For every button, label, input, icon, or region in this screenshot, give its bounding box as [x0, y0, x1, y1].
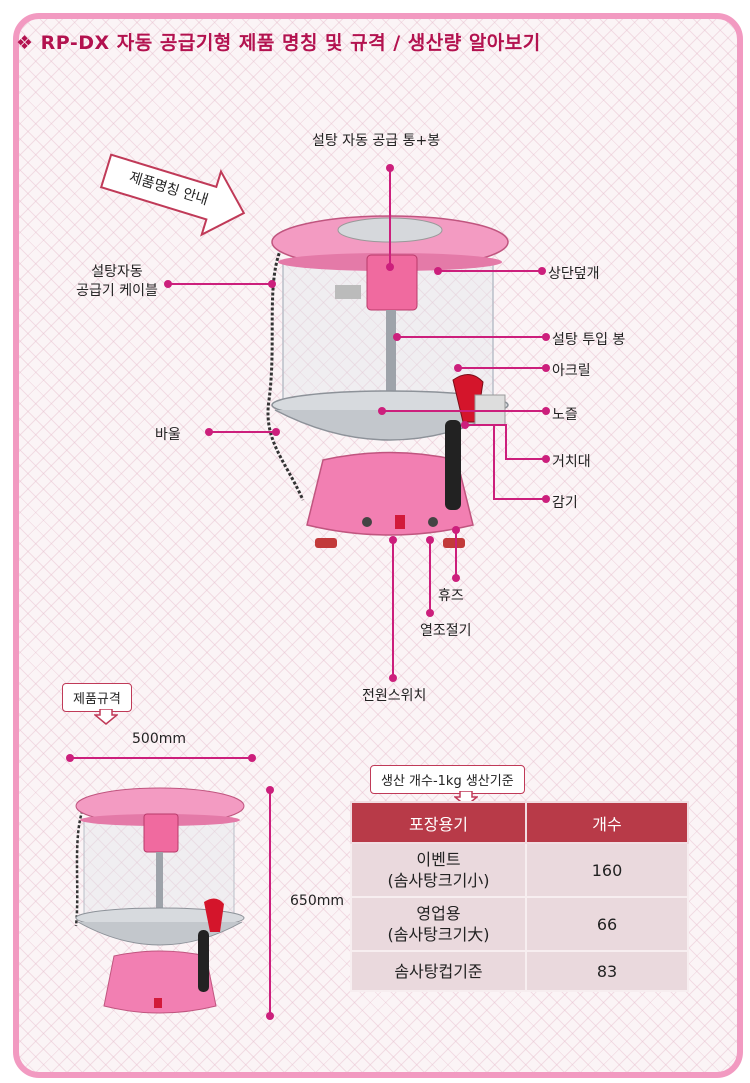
table-header: 개수 [525, 801, 689, 844]
label-sugar-feeder: 설탕 자동 공급 통+봉 [312, 133, 441, 149]
table-header: 포장용기 [350, 801, 527, 844]
label-heat-control: 열조절기 [420, 623, 472, 639]
label-bowl: 바울 [155, 427, 181, 443]
spec-height: 650mm [290, 893, 344, 909]
label-holder: 거치대 [552, 454, 591, 470]
table-row: 영업용(솜사탕크기大) 66 [350, 896, 689, 952]
label-fuse: 휴즈 [438, 588, 464, 604]
label-sugar-rod: 설탕 투입 봉 [552, 332, 626, 348]
table-cell-container: 영업용(솜사탕크기大) [350, 896, 527, 952]
spec-width: 500mm [132, 731, 186, 747]
page-title: ❖ RP-DX 자동 공급기형 제품 명칭 및 규격 / 생산량 알아보기 [16, 32, 541, 54]
table-cell-container: 솜사탕컵기준 [350, 950, 527, 992]
table-row: 솜사탕컵기준 83 [350, 950, 689, 992]
table-header-row: 포장용기 개수 [350, 801, 689, 844]
label-power-switch: 전원스위치 [362, 688, 427, 704]
label-top-cover: 상단덮개 [548, 266, 600, 282]
table-row: 이벤트(솜사탕크기小) 160 [350, 842, 689, 898]
machine-small-illustration [74, 787, 245, 1014]
table-cell-count: 66 [525, 896, 689, 952]
guide-arrow [99, 153, 246, 237]
spec-tag: 제품규격 [62, 683, 132, 712]
production-table: 포장용기 개수 이벤트(솜사탕크기小) 160 영업용(솜사탕크기大) 66 솜… [350, 801, 689, 992]
production-tag: 생산 개수-1kg 생산기준 [370, 765, 525, 794]
table-cell-count: 83 [525, 950, 689, 992]
label-acrylic: 아크릴 [552, 363, 591, 379]
table-cell-container: 이벤트(솜사탕크기小) [350, 842, 527, 898]
spec-tag-arrow-icon [94, 709, 118, 725]
table-cell-count: 160 [525, 842, 689, 898]
machine-illustration [266, 215, 509, 548]
label-nozzle: 노즐 [552, 407, 578, 423]
label-winder: 감기 [552, 495, 578, 511]
